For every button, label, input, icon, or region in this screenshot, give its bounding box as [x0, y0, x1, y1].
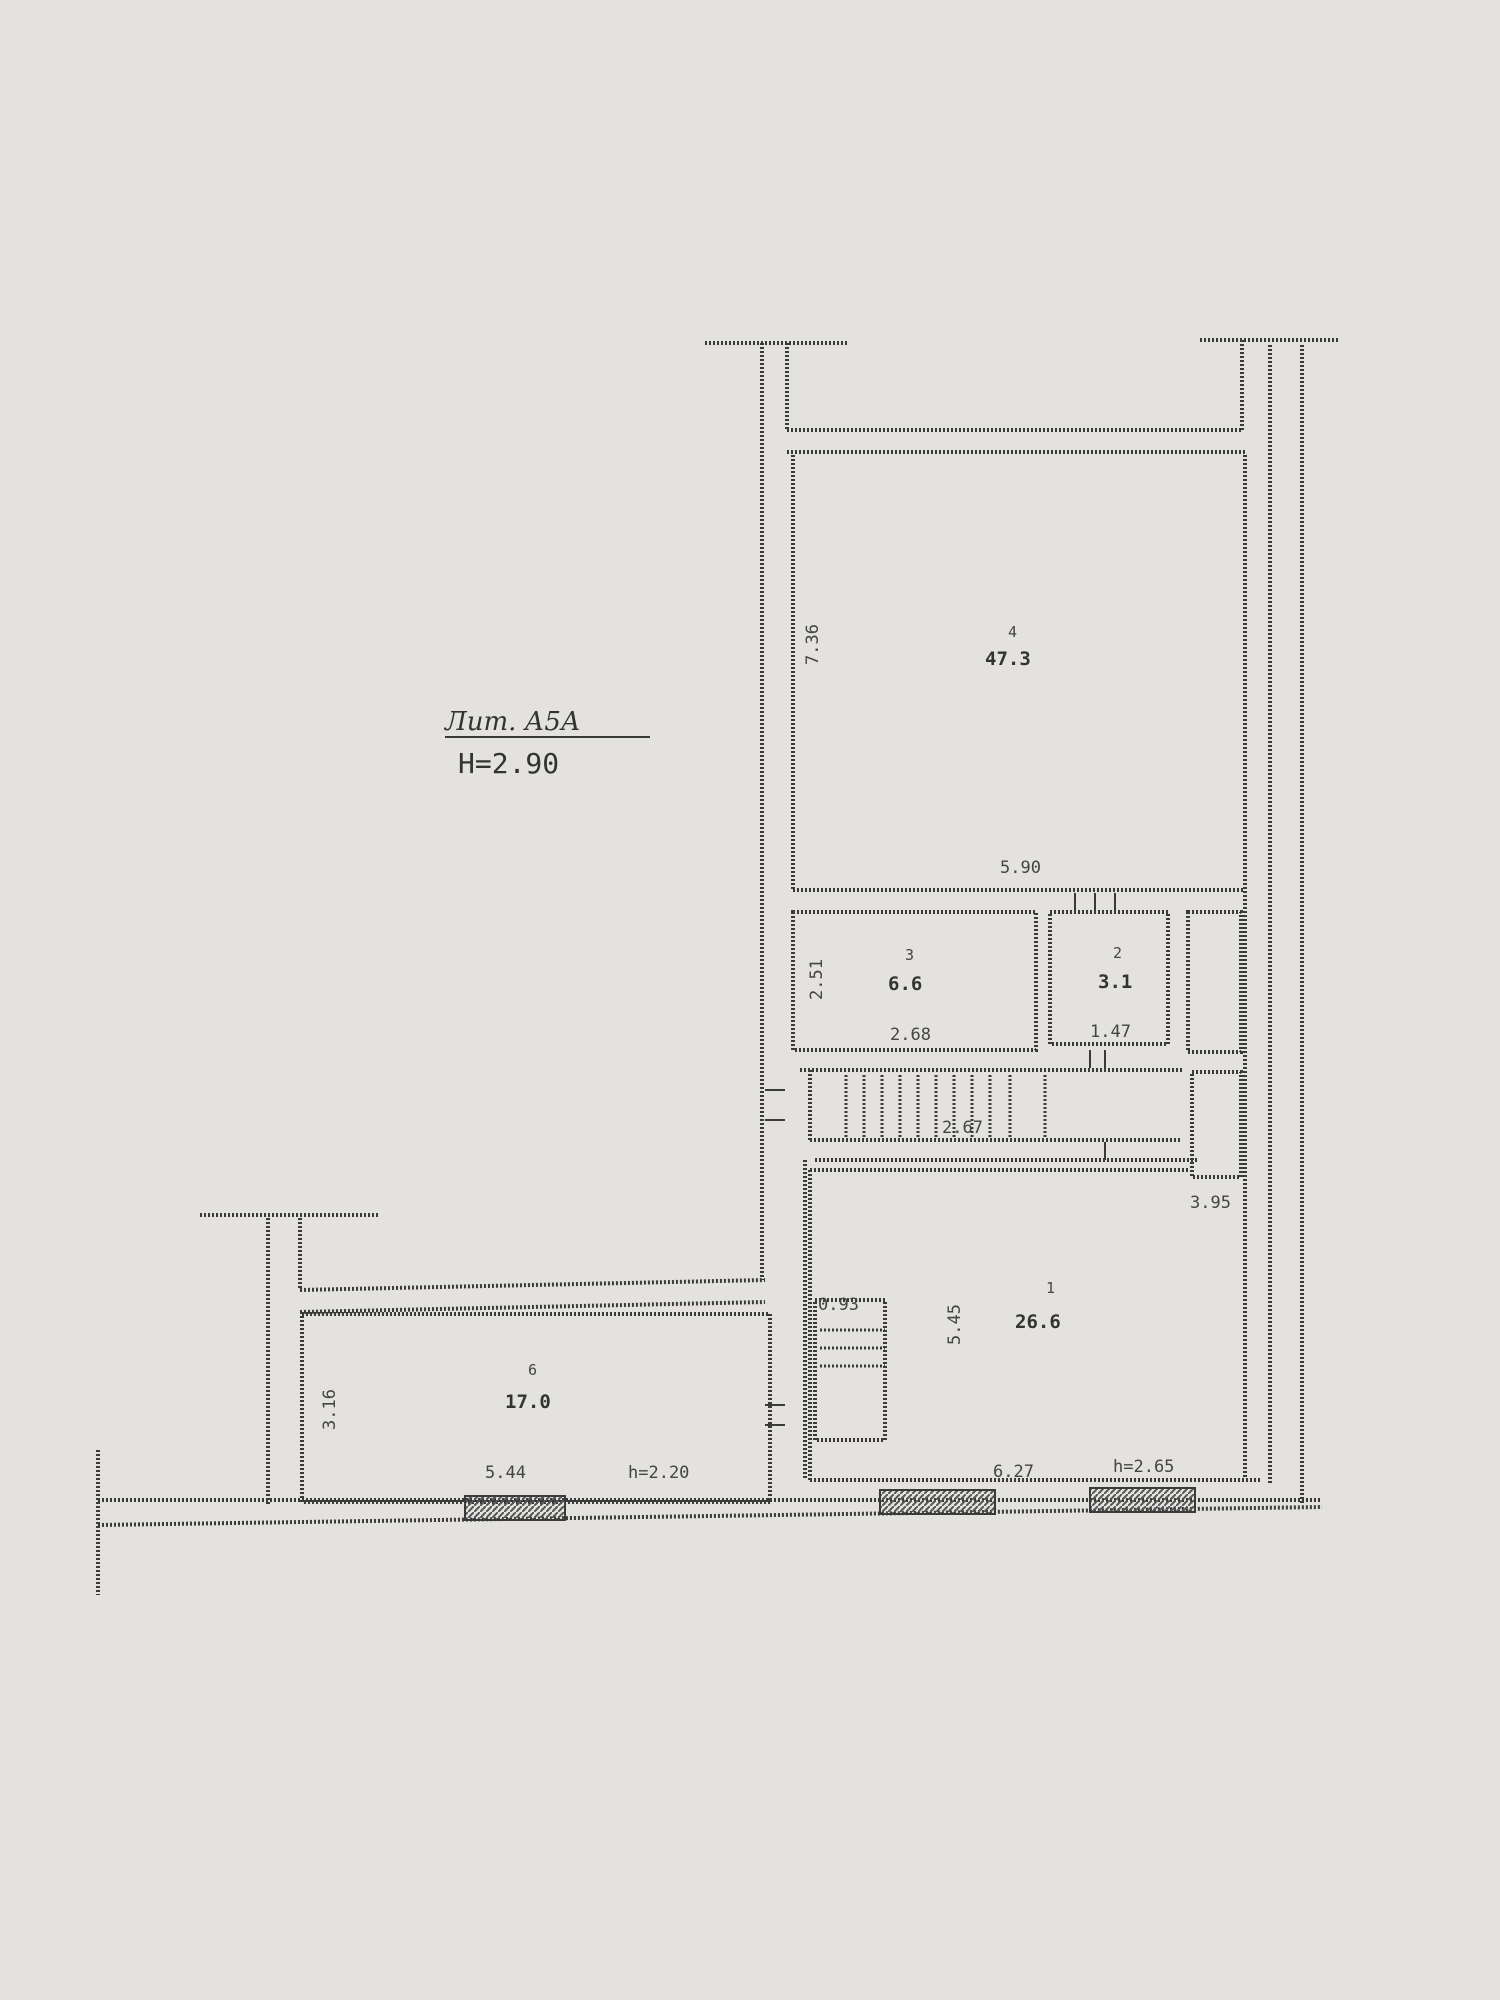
- room-3-height-dim: 2.51: [807, 959, 827, 1000]
- room-1-area: 26.6: [1015, 1311, 1061, 1333]
- room-2-area: 3.1: [1098, 971, 1132, 993]
- walls: [96, 338, 1340, 1595]
- room-3-width-dim: 2.68: [890, 1025, 931, 1045]
- room-3-number: 3: [905, 946, 914, 964]
- room-6-height-dim: 3.16: [320, 1389, 340, 1430]
- passage-dim: 3.95: [1190, 1193, 1231, 1213]
- room-1-height-dim: 5.45: [945, 1304, 965, 1345]
- room-1-number: 1: [1046, 1279, 1055, 1297]
- room-6-area: 17.0: [505, 1391, 551, 1413]
- room-4-width-dim: 5.90: [1000, 858, 1041, 878]
- room-1-width-dim: 6.27: [993, 1462, 1034, 1482]
- window-right: [1089, 1487, 1196, 1513]
- windows: [464, 1487, 1196, 1521]
- corridor-length-dim: 2.67: [942, 1118, 983, 1138]
- window-middle: [879, 1489, 996, 1515]
- floor-height: H=2.90: [458, 747, 559, 780]
- room-2-number: 2: [1113, 944, 1122, 962]
- door-ticks: [765, 893, 1116, 1426]
- window-left: [464, 1495, 566, 1521]
- room-1-small-dim: 0.93: [818, 1295, 859, 1315]
- room-6-width-dim: 5.44: [485, 1463, 526, 1483]
- room-4-number: 4: [1008, 623, 1017, 641]
- building-label: Лит. А5А: [443, 707, 581, 737]
- stairs: [820, 1075, 1047, 1368]
- room-6-number: 6: [528, 1361, 537, 1379]
- room-4-height-dim: 7.36: [803, 624, 823, 665]
- room-1-window-height: h=2.65: [1113, 1457, 1174, 1477]
- room-2-width-dim: 1.47: [1090, 1022, 1131, 1042]
- room-6-window-height: h=2.20: [628, 1463, 689, 1483]
- room-3-area: 6.6: [888, 973, 922, 995]
- room-4-area: 47.3: [985, 648, 1031, 670]
